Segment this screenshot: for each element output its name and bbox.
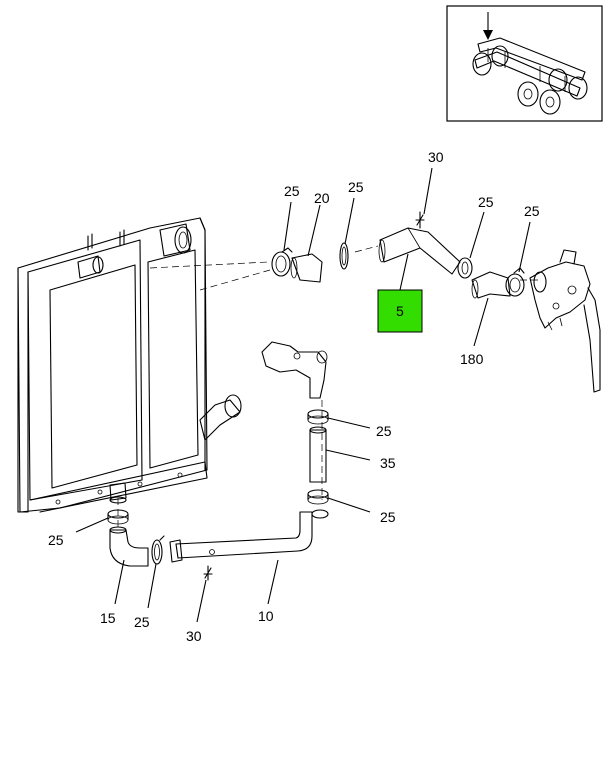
callout-15: 15 — [100, 610, 116, 626]
callout-25-clamp-mid: 25 — [478, 194, 494, 210]
callout-25-clamp-right: 25 — [524, 203, 540, 219]
callout-25-upper-seal: 25 — [376, 423, 392, 439]
callout-35: 35 — [380, 455, 396, 471]
lower-hose-assembly — [107, 341, 329, 581]
leader-lines — [75, 167, 531, 623]
callout-25-clamp-left: 25 — [284, 183, 300, 199]
chassis-icon — [472, 37, 588, 115]
upper-hose-assembly — [271, 211, 525, 299]
callout-25-ring: 25 — [348, 179, 364, 195]
callout-25-bottom-clamp: 25 — [134, 614, 150, 630]
callout-5: 5 — [396, 303, 404, 319]
chassis-locator-inset — [446, 5, 603, 122]
callout-25-lower-seal: 25 — [380, 509, 396, 525]
part-5-highlight — [377, 289, 423, 333]
assembly-centerlines — [117, 245, 540, 530]
callout-10: 10 — [258, 608, 274, 624]
callout-30-bottom: 30 — [186, 628, 202, 644]
arrow-down-icon — [483, 12, 493, 40]
radiator — [17, 217, 242, 513]
callout-25-left-seal: 25 — [48, 532, 64, 548]
callout-180: 180 — [460, 351, 484, 367]
callout-30-top: 30 — [428, 149, 444, 165]
callout-labels: 30 25 20 25 25 25 5 180 25 35 25 25 15 2… — [48, 149, 540, 644]
engine-inlet-housing — [529, 249, 601, 393]
callout-20: 20 — [314, 190, 330, 206]
